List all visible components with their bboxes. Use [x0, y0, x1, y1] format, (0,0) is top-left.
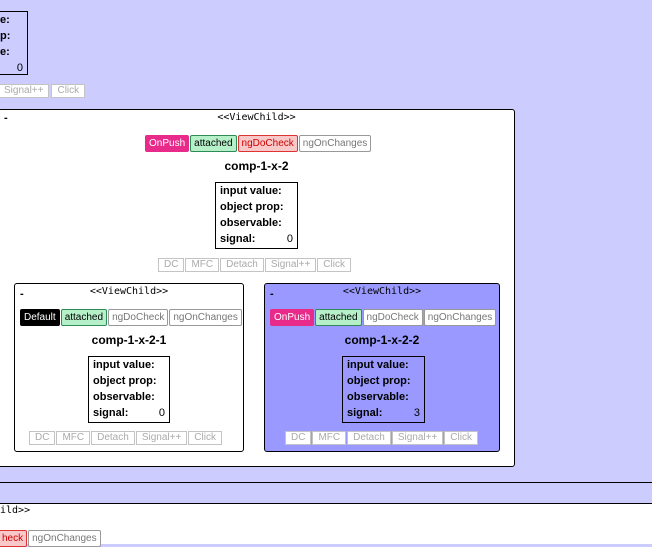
- viewchild-label: <<ViewChild>>: [342, 286, 422, 297]
- object-prop-label: object prop:: [93, 375, 157, 387]
- info-label: e:: [0, 14, 10, 26]
- signal-increment-button[interactable]: Signal++: [391, 431, 444, 445]
- info-box: input value: object prop: observable: si…: [88, 356, 170, 423]
- detach-button[interactable]: Detach: [347, 431, 391, 445]
- badge-row: Default attached ngDoCheck ngOnChanges: [20, 309, 242, 326]
- info-label: p:: [0, 30, 11, 42]
- attached-badge: attached: [60, 309, 108, 326]
- info-box: input value: object prop: observable: si…: [215, 182, 298, 249]
- attached-badge: attached: [190, 135, 237, 152]
- signal-increment-button[interactable]: Signal++: [0, 84, 50, 98]
- comp-1-x-2-2-panel: - <<ViewChild>> OnPush attached ngDoChec…: [264, 283, 500, 452]
- top-button-row: Signal++ Click: [0, 84, 86, 98]
- click-button[interactable]: Click: [188, 431, 222, 445]
- signal-row: signal: 0: [89, 405, 169, 421]
- observable-label: observable:: [347, 391, 409, 403]
- ngonchanges-badge: ngOnChanges: [28, 530, 101, 547]
- ngdocheck-badge: ngDoCheck: [237, 135, 298, 152]
- dc-button[interactable]: DC: [285, 431, 312, 445]
- badge-row: OnPush attached ngDoCheck ngOnChanges: [270, 309, 497, 326]
- click-button[interactable]: Click: [444, 431, 478, 445]
- detach-button[interactable]: Detach: [91, 431, 135, 445]
- click-button[interactable]: Click: [51, 84, 86, 98]
- signal-row: 0: [0, 60, 27, 76]
- viewchild-label: <<ViewChild>>: [89, 286, 169, 297]
- button-row: DC MFC Detach Signal++ Click: [158, 258, 351, 272]
- detach-button[interactable]: Detach: [220, 258, 264, 272]
- ngonchanges-badge: ngOnChanges: [298, 135, 372, 152]
- signal-value: 0: [16, 62, 23, 74]
- comp-1-x-2-1-panel: - <<ViewChild>> Default attached ngDoChe…: [14, 283, 244, 452]
- mfc-button[interactable]: MFC: [312, 431, 347, 445]
- top-info-box: e: p: e: 0: [0, 11, 28, 75]
- signal-value: 3: [413, 407, 420, 419]
- component-title: comp-1-x-2: [224, 159, 289, 173]
- attached-badge: attached: [315, 309, 362, 326]
- signal-row: signal: 0: [216, 231, 297, 247]
- badge-row: heck ngOnChanges: [0, 530, 101, 547]
- signal-value: 0: [158, 407, 165, 419]
- collapse-toggle[interactable]: -: [270, 288, 274, 300]
- signal-increment-button[interactable]: Signal++: [135, 431, 188, 445]
- info-label: e:: [0, 46, 10, 58]
- viewchild-label: ild>>: [0, 505, 31, 516]
- viewchild-label: <<ViewChild>>: [217, 112, 296, 123]
- ngonchanges-badge: ngOnChanges: [169, 309, 242, 326]
- input-value-label: input value:: [347, 359, 409, 371]
- dc-button[interactable]: DC: [158, 258, 185, 272]
- info-box: input value: object prop: observable: si…: [342, 356, 425, 423]
- signal-increment-button[interactable]: Signal++: [264, 258, 317, 272]
- observable-label: observable:: [220, 217, 282, 229]
- ngdocheck-badge: heck: [0, 530, 28, 547]
- button-row: DC MFC Detach Signal++ Click: [29, 431, 222, 445]
- default-badge: Default: [20, 309, 60, 326]
- divider-line: [0, 482, 652, 483]
- button-row: DC MFC Detach Signal++ Click: [285, 431, 478, 445]
- signal-value: 0: [286, 233, 293, 245]
- input-value-label: input value:: [220, 185, 282, 197]
- component-title: comp-1-x-2-1: [91, 333, 167, 347]
- signal-label: signal:: [347, 407, 383, 419]
- ngdocheck-badge: ngDoCheck: [108, 309, 169, 326]
- onpush-badge: OnPush: [145, 135, 190, 152]
- object-prop-label: object prop:: [347, 375, 411, 387]
- collapse-toggle[interactable]: -: [20, 288, 24, 300]
- ngdocheck-badge: ngDoCheck: [362, 309, 423, 326]
- mfc-button[interactable]: MFC: [56, 431, 91, 445]
- object-prop-label: object prop:: [220, 201, 284, 213]
- dc-button[interactable]: DC: [29, 431, 56, 445]
- signal-label: signal:: [93, 407, 129, 419]
- input-value-label: input value:: [93, 359, 155, 371]
- component-title: comp-1-x-2-2: [344, 333, 420, 347]
- signal-row: signal: 3: [343, 405, 424, 421]
- comp-1-x-2-panel: - <<ViewChild>> OnPush attached ngDoChec…: [0, 109, 515, 467]
- bottom-panel: ild>> heck ngOnChanges: [0, 503, 652, 547]
- mfc-button[interactable]: MFC: [185, 258, 220, 272]
- collapse-toggle[interactable]: -: [4, 112, 8, 124]
- observable-label: observable:: [93, 391, 155, 403]
- signal-label: signal:: [220, 233, 256, 245]
- badge-row: OnPush attached ngDoCheck ngOnChanges: [145, 135, 372, 152]
- onpush-badge: OnPush: [270, 309, 315, 326]
- click-button[interactable]: Click: [317, 258, 351, 272]
- ngonchanges-badge: ngOnChanges: [423, 309, 497, 326]
